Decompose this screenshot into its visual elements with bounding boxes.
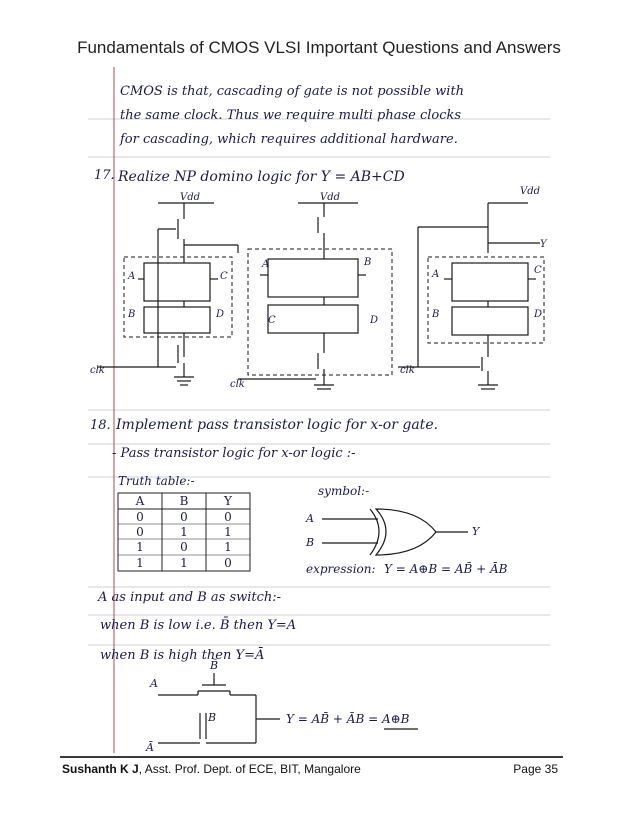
expression-value: Y = A⊕B = AB̄ + ĀB — [384, 561, 508, 576]
paragraph-line-2: the same clock. Thus we require multi ph… — [120, 108, 461, 123]
input-switch-heading: A as input and B as switch:- — [97, 590, 281, 605]
xor-input-b: B — [305, 536, 314, 549]
pt-input-a-label: A — [149, 677, 158, 690]
input-b-2: B — [363, 257, 371, 268]
pt-input-a-bar-label: Ā — [145, 741, 154, 753]
truth-cell: 0 — [224, 556, 232, 570]
xor-output-y: Y — [472, 525, 481, 538]
footer-author: Sushanth K J — [62, 762, 139, 776]
pass-logic-heading: - Pass transistor logic for x-or logic :… — [112, 446, 356, 461]
truth-header-b: B — [180, 494, 189, 508]
truth-header-a: A — [135, 494, 145, 508]
pt-output-equation: Y = AB̄ + ĀB = A⊕B — [286, 711, 410, 726]
pt-b-bar-label: B̄ — [209, 659, 218, 672]
input-a-1: A — [127, 271, 135, 282]
truth-header-y: Y — [223, 494, 233, 508]
input-a-2: A — [261, 259, 269, 270]
symbol-label: symbol:- — [318, 484, 369, 498]
notebook-page-scan: CMOS is that, cascading of gate is not p… — [88, 67, 550, 753]
truth-cell: 1 — [180, 556, 188, 570]
input-d-3: D — [533, 309, 542, 320]
clk-label-3: clk — [400, 365, 415, 376]
question-18-number: 18. — [90, 418, 111, 433]
when-b-high-text: when B is high then Y=Ā — [100, 647, 264, 663]
pt-b-label: B — [207, 711, 216, 724]
truth-cell: 1 — [224, 540, 232, 554]
footer-page-number: Page 35 — [513, 762, 558, 776]
truth-cell: 0 — [136, 510, 144, 524]
clk-label-2: clk — [230, 379, 245, 390]
footer-rule — [60, 756, 563, 758]
question-17-number: 17. — [94, 168, 115, 183]
page-header-title: Fundamentals of CMOS VLSI Important Ques… — [77, 38, 561, 57]
input-d-1: D — [215, 309, 224, 320]
footer-affiliation: , Asst. Prof. Dept. of ECE, BIT, Mangalo… — [138, 762, 361, 776]
xor-gate-symbol: A B Y — [305, 508, 481, 556]
paragraph-line-1: CMOS is that, cascading of gate is not p… — [120, 84, 464, 99]
footer-author-line: Sushanth K J, Asst. Prof. Dept. of ECE, … — [62, 762, 361, 776]
vdd-label-1: Vdd — [180, 192, 200, 203]
output-y-label: Y — [540, 239, 548, 250]
input-b-1: B — [127, 309, 135, 320]
ruled-lines — [88, 118, 550, 646]
truth-cell: 1 — [136, 556, 144, 570]
np-domino-circuit: Vdd A C B D clk — [90, 186, 548, 390]
input-b-3: B — [431, 309, 439, 320]
input-d-2: D — [369, 315, 378, 326]
truth-cell: 1 — [136, 540, 144, 554]
truth-cell: 1 — [224, 525, 232, 539]
expression-label: expression: — [306, 562, 376, 576]
pass-transistor-circuit: B̄ A B Ā Y = AB̄ + ĀB = A⊕B — [145, 659, 418, 753]
truth-cell: 0 — [136, 525, 144, 539]
truth-table: A B Y 0 0 0 0 1 1 1 0 1 1 1 0 — [117, 492, 251, 572]
truth-table-label: Truth table:- — [118, 474, 195, 488]
input-c-3: C — [534, 265, 542, 276]
input-c-2: C — [268, 315, 276, 326]
clk-label-1: clk — [90, 365, 105, 376]
truth-cell: 0 — [180, 540, 188, 554]
truth-cell: 0 — [224, 510, 232, 524]
question-17-text: Realize NP domino logic for Y = AB+CD — [117, 169, 405, 185]
truth-cell: 1 — [180, 525, 188, 539]
vdd-label-2: Vdd — [320, 192, 340, 203]
notebook-page-drawing: CMOS is that, cascading of gate is not p… — [88, 67, 550, 753]
vdd-label-3: Vdd — [520, 186, 540, 197]
question-18-text: Implement pass transistor logic for x-or… — [115, 417, 438, 433]
when-b-low-text: when B is low i.e. B̄ then Y=A — [100, 617, 296, 633]
paragraph-line-3: for cascading, which requires additional… — [119, 132, 458, 147]
input-a-3: A — [431, 269, 439, 280]
xor-input-a: A — [305, 512, 314, 525]
truth-cell: 0 — [180, 510, 188, 524]
input-c-1: C — [220, 271, 228, 282]
